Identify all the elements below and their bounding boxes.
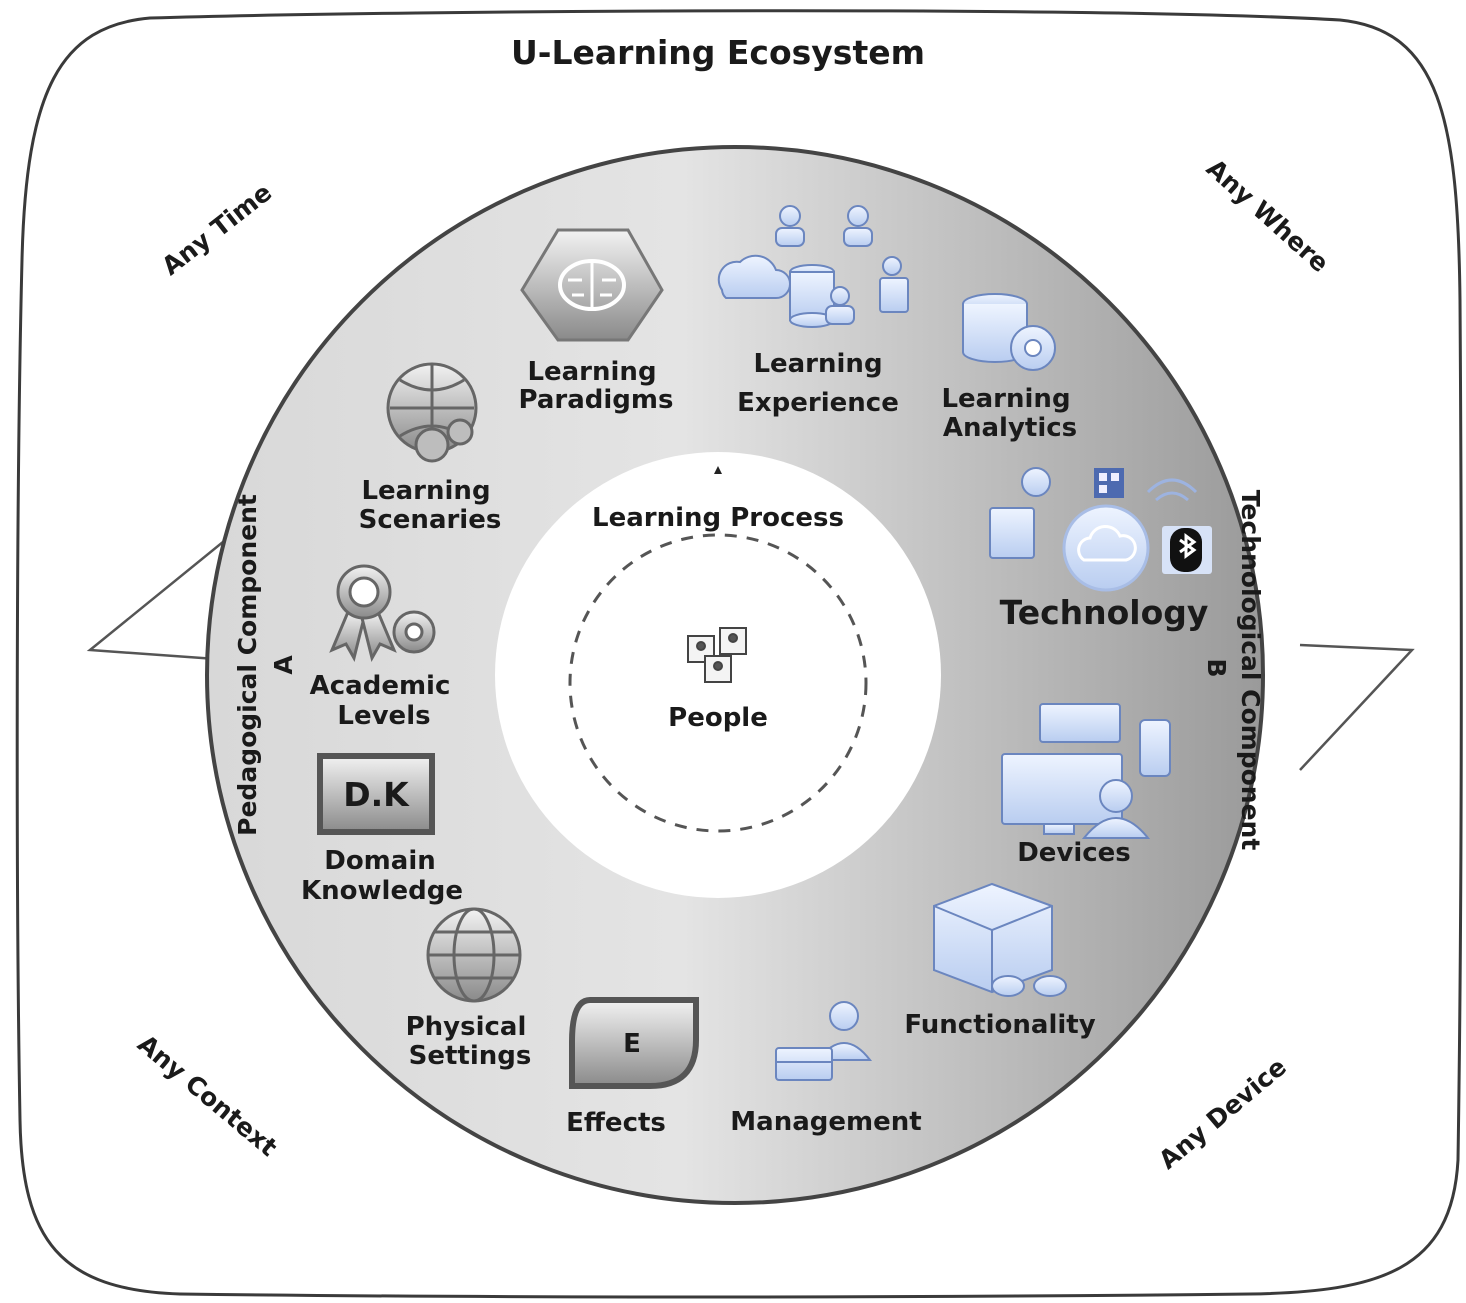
domain-knowledge-label-2: Knowledge [301,876,463,906]
learning-analytics-label-2: Analytics [943,413,1077,443]
award-ribbon-icon [329,564,436,662]
management-label: Management [730,1107,921,1137]
domain-knowledge-label: Domain [324,846,436,876]
pedagogical-letter: A [269,655,298,675]
academic-levels-label: Academic [310,671,451,701]
effects-label: Effects [566,1108,666,1138]
analytics-database-icon [962,293,1056,371]
technology-cloud-icon [989,467,1212,592]
functionality-label: Functionality [904,1010,1095,1040]
physical-settings-label-2: Settings [409,1041,532,1071]
technological-letter: B [1202,658,1231,677]
learning-scenaries-label: Learning [361,476,490,506]
svg-text:D.K: D.K [343,775,410,814]
people-label: People [668,703,768,733]
technology-label: Technology [1000,593,1209,632]
learning-paradigms-label-2: Paradigms [519,385,674,415]
learning-analytics-label: Learning [941,384,1070,414]
physical-settings-label: Physical [406,1012,527,1042]
right-fin [1299,643,1415,771]
management-icon [775,1001,873,1081]
diagram-title: U-Learning Ecosystem [511,33,925,72]
devices-icon [1001,703,1171,839]
people-icon [687,627,747,683]
people-dashed-circle [568,533,868,833]
learning-scenaries-label-2: Scenaries [359,505,502,535]
learning-experience-label: Learning [753,349,882,379]
learning-experience-label-2: Experience [737,388,899,418]
globe-gears-icon [386,362,478,463]
experience-people-icon [717,205,909,328]
domain-knowledge-icon: D.K [317,753,435,835]
technological-component-label: Technological Component [1236,490,1265,851]
brain-icon [520,228,664,342]
learning-process-label: Learning Process [592,503,844,533]
academic-levels-label-2: Levels [337,701,430,731]
process-arrow-icon [714,466,722,474]
learning-paradigms-label: Learning [527,357,656,387]
pedagogical-component-label: Pedagogical Component [233,494,262,836]
effects-icon: E [569,997,699,1089]
devices-label: Devices [1017,838,1131,868]
physical-globe-icon [426,907,522,1003]
svg-text:E: E [623,1029,641,1059]
cube-glasses-icon [933,882,1067,997]
